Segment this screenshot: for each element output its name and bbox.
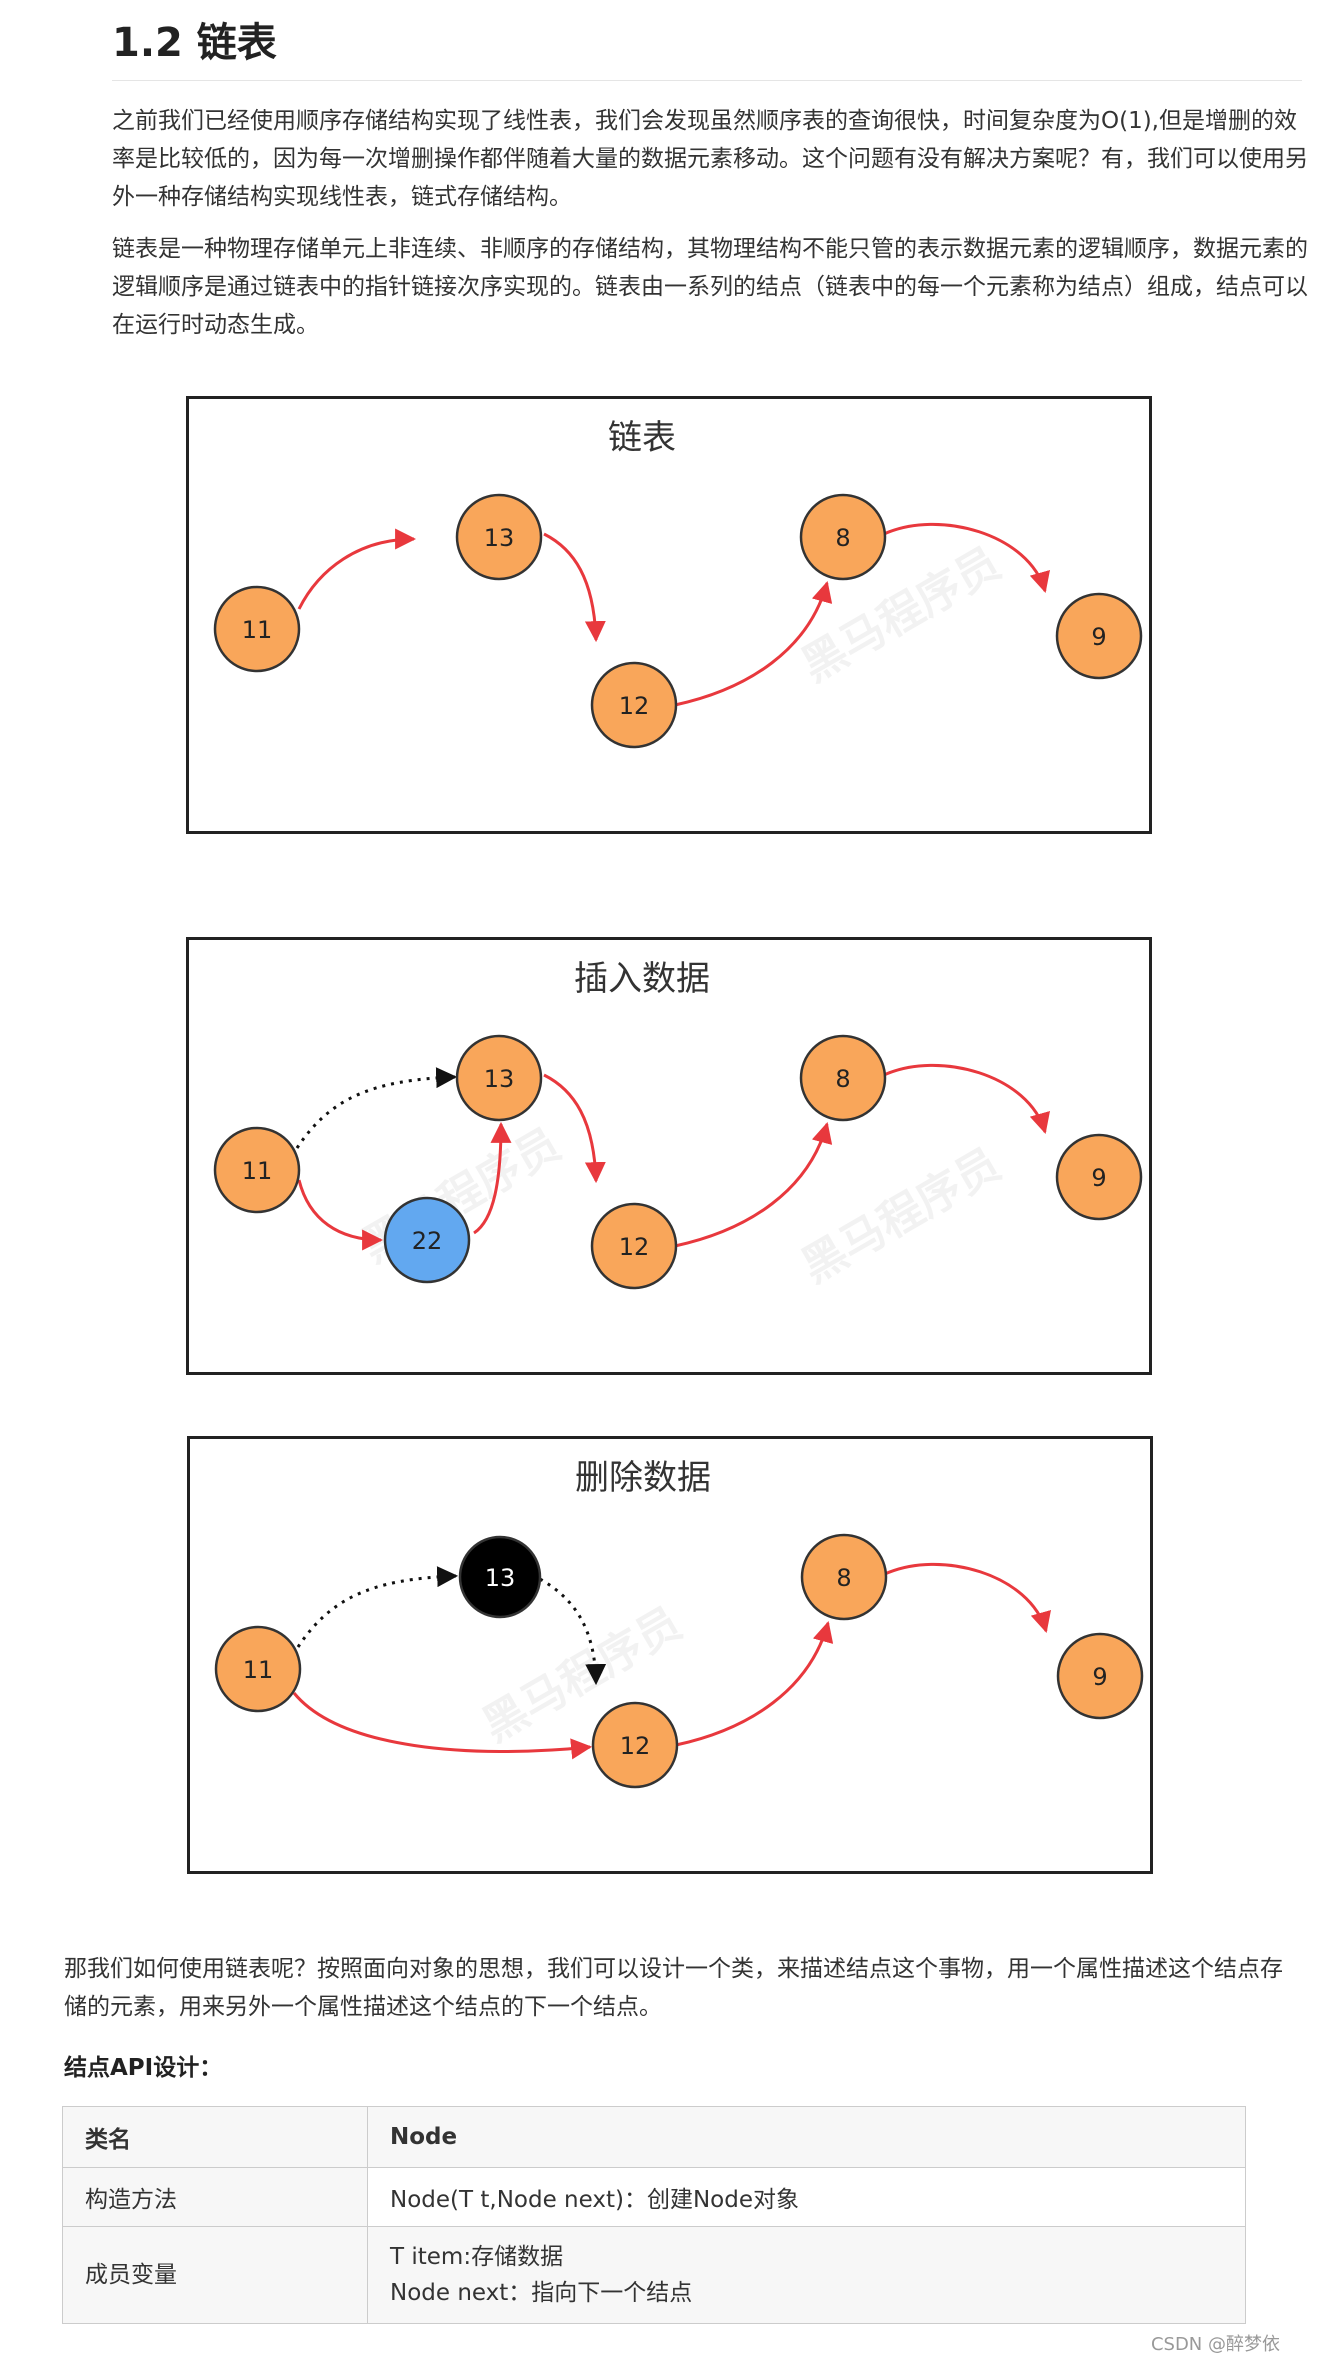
list-node: 9 <box>1055 1133 1143 1221</box>
list-node: 8 <box>799 1034 887 1122</box>
figure-title: 插入数据 <box>574 959 710 999</box>
node-label: 8 <box>835 524 850 552</box>
node-label: 12 <box>619 1233 650 1261</box>
list-node: 11 <box>213 1126 301 1214</box>
link-arrow <box>543 532 606 643</box>
node-label: 13 <box>484 1065 515 1093</box>
list-node: 12 <box>591 1701 679 1789</box>
table-cell: 成员变量 <box>62 2226 368 2324</box>
node-api-table: 类名 Node 构造方法 Node(T t,Node next)：创建Node对… <box>62 2106 1246 2324</box>
link-arrow <box>543 1073 606 1184</box>
node-label: 11 <box>243 1656 274 1684</box>
table-row: 构造方法 Node(T t,Node next)：创建Node对象 <box>62 2167 1246 2227</box>
list-node: 13 <box>455 493 543 581</box>
table-header-cell: Node <box>367 2106 1246 2168</box>
link-arrow <box>674 1121 833 1248</box>
intro-paragraph: 之前我们已经使用顺序存储结构实现了线性表，我们会发现虽然顺序表的查询很快，时间复… <box>112 108 1308 210</box>
figure-insert-data-svg: 插入数据 11 13 22 12 8 9 <box>213 959 1143 1290</box>
node-label: 22 <box>412 1227 443 1255</box>
list-node: 11 <box>214 1625 302 1713</box>
link-arrow <box>297 528 417 610</box>
list-node: 12 <box>590 661 678 749</box>
footer-credit: CSDN @醉梦依 <box>1150 2334 1280 2355</box>
link-arrow <box>674 580 833 707</box>
link-arrow <box>883 522 1050 594</box>
table-header-row: 类名 Node <box>62 2106 1246 2168</box>
list-node: 11 <box>213 585 301 673</box>
insert-link-arrow <box>473 1121 512 1235</box>
deleted-node: 13 <box>458 1535 542 1619</box>
old-link-dotted-arrow <box>295 1067 458 1149</box>
list-node: 13 <box>455 1034 543 1122</box>
definition-paragraph: 链表是一种物理存储单元上非连续、非顺序的存储结构，其物理结构不能只管的表示数据元… <box>112 236 1308 338</box>
figure-linked-list: 黑马程序员 链表 11 13 12 8 9 <box>186 396 1152 834</box>
inserted-node: 22 <box>383 1196 471 1284</box>
node-label: 8 <box>835 1065 850 1093</box>
node-label: 13 <box>485 1564 516 1592</box>
node-label: 12 <box>620 1732 651 1760</box>
figure-title: 删除数据 <box>575 1458 711 1498</box>
link-arrow <box>883 1063 1050 1135</box>
link-arrow <box>884 1562 1051 1634</box>
usage-paragraph: 那我们如何使用链表呢？按照面向对象的思想，我们可以设计一个类，来描述结点这个事物… <box>64 1956 1283 2020</box>
insert-link-arrow <box>297 1179 384 1251</box>
table-header-cell: 类名 <box>62 2106 368 2168</box>
node-label: 13 <box>484 524 515 552</box>
figure-linked-list-svg: 链表 11 13 12 8 9 <box>213 418 1143 749</box>
node-label: 9 <box>1091 1164 1106 1192</box>
node-label: 9 <box>1092 1663 1107 1691</box>
section-heading: 1.2 链表 <box>112 10 1302 81</box>
node-label: 11 <box>242 616 273 644</box>
figure-delete-data: 黑马程序员 删除数据 11 13 12 8 <box>187 1436 1153 1874</box>
node-label: 11 <box>242 1157 273 1185</box>
list-node: 12 <box>590 1202 678 1290</box>
list-node: 9 <box>1055 592 1143 680</box>
table-cell: 构造方法 <box>62 2167 368 2227</box>
list-node: 8 <box>800 1533 888 1621</box>
table-cell: T item:存储数据 Node next：指向下一个结点 <box>367 2226 1246 2324</box>
link-arrow <box>675 1620 834 1747</box>
table-row: 成员变量 T item:存储数据 Node next：指向下一个结点 <box>62 2226 1246 2324</box>
figure-delete-data-svg: 删除数据 11 13 12 8 9 <box>214 1458 1144 1789</box>
api-design-label: 结点API设计： <box>64 2055 223 2081</box>
table-cell-line: Node next：指向下一个结点 <box>390 2280 693 2306</box>
table-cell-line: T item:存储数据 <box>390 2244 564 2270</box>
node-label: 9 <box>1091 623 1106 651</box>
figure-title: 链表 <box>608 418 676 458</box>
node-label: 8 <box>836 1564 851 1592</box>
node-label: 12 <box>619 692 650 720</box>
removed-link-dotted-arrow <box>539 1577 607 1686</box>
list-node: 8 <box>799 493 887 581</box>
table-cell: Node(T t,Node next)：创建Node对象 <box>367 2167 1246 2227</box>
bypass-link-arrow <box>292 1692 593 1760</box>
removed-link-dotted-arrow <box>296 1566 459 1648</box>
list-node: 9 <box>1056 1632 1144 1720</box>
figure-insert-data: 黑马程序员 黑马程序员 插入数据 11 13 22 <box>186 937 1152 1375</box>
